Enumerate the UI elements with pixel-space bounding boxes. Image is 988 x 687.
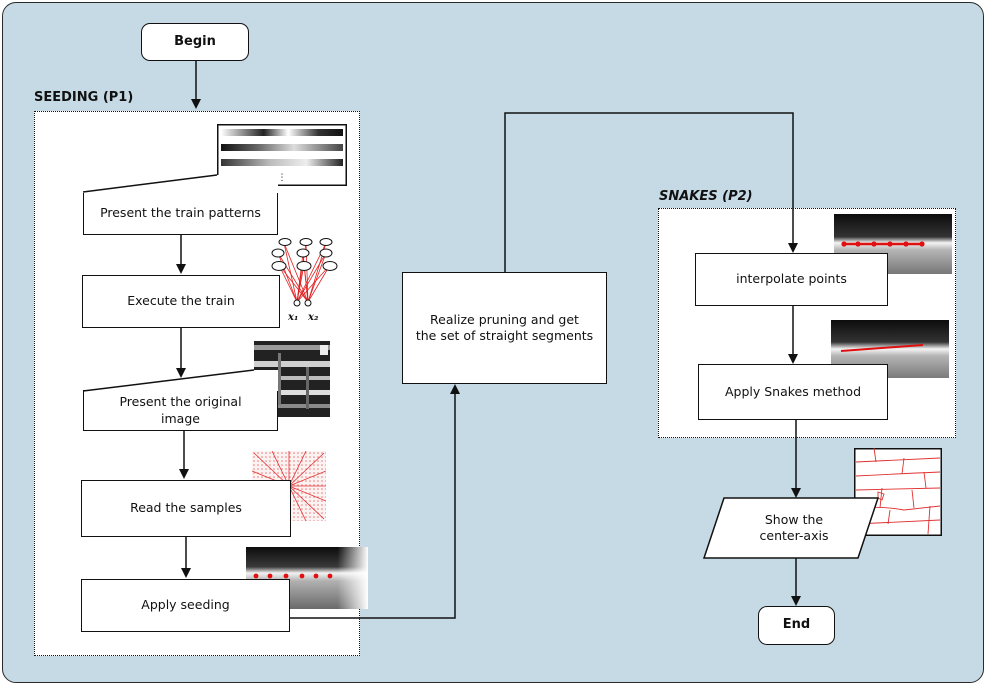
present-original-image-box: Present the original image xyxy=(83,390,278,431)
neural-network-icon: x₁ x₂ xyxy=(271,238,338,323)
input-x2-label: x₂ xyxy=(307,312,319,323)
seeding-group-label: SEEDING (P1) xyxy=(34,90,134,105)
interpolate-points-box: interpolate points xyxy=(695,253,888,306)
arrow-seeding-to-pruning xyxy=(289,384,460,619)
begin-node: Begin xyxy=(141,23,249,61)
pruning-box: Realize pruning and get the set of strai… xyxy=(402,272,607,384)
apply-seeding-box: Apply seeding xyxy=(81,579,290,632)
show-center-axis-box: Show the center-axis xyxy=(759,511,829,543)
arrow-pruning-to-interpolate xyxy=(504,112,798,272)
apply-snakes-box: Apply Snakes method xyxy=(698,364,888,420)
patterns-ellipsis: ⋮ xyxy=(278,173,287,183)
input-x1-label: x₁ xyxy=(287,312,298,323)
end-node: End xyxy=(758,606,835,645)
snakes-group-label: SNAKES (P2) xyxy=(659,189,753,204)
read-samples-box: Read the samples xyxy=(81,480,291,537)
execute-train-box: Execute the train xyxy=(82,275,280,328)
